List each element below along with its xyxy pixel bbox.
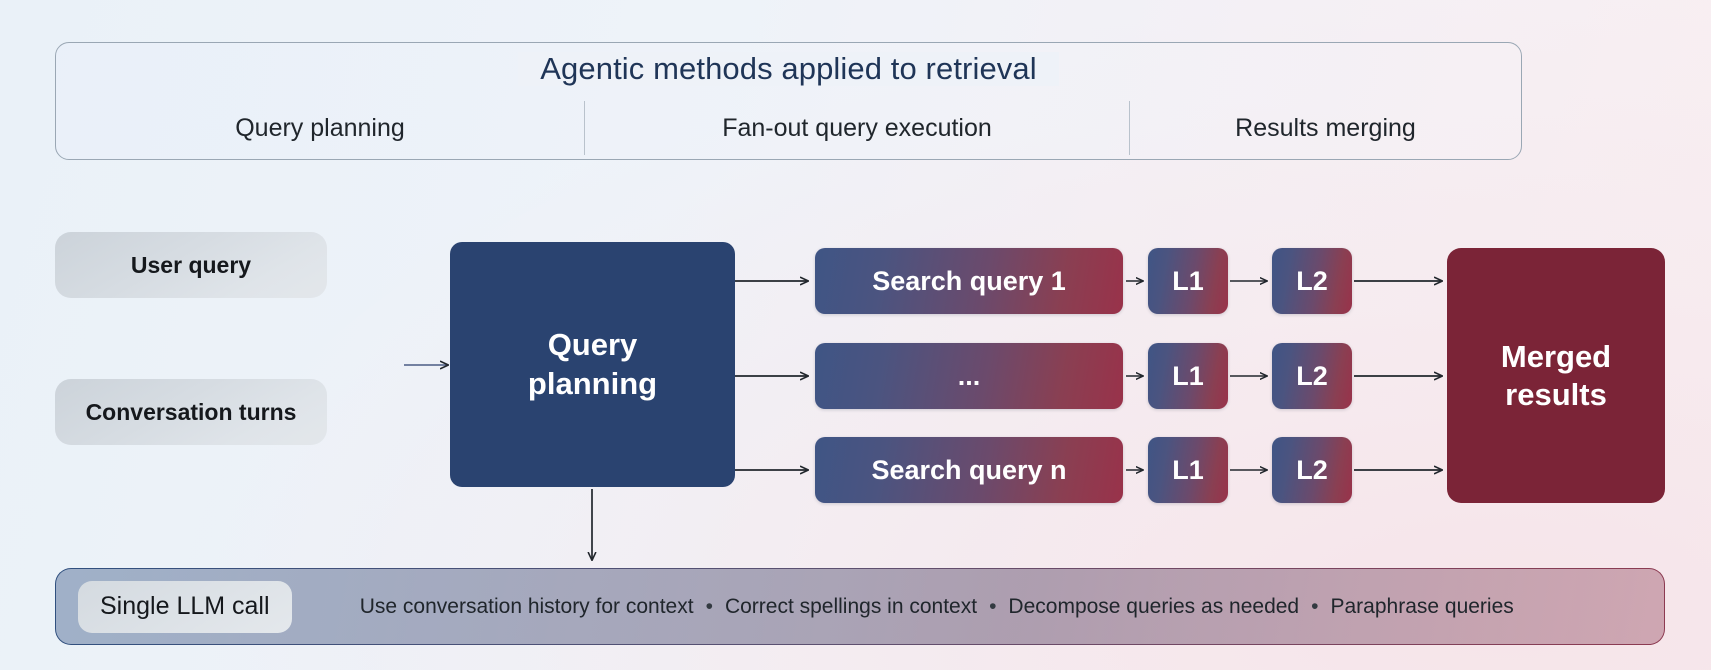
single-llm-call-pill[interactable]: Single LLM call	[78, 580, 292, 633]
node-query-planning-text: Query planning	[528, 326, 657, 403]
llm-note-separator-1: •	[989, 594, 997, 618]
node-l2-row1[interactable]: L2	[1272, 248, 1352, 314]
llm-note-separator-2: •	[1311, 594, 1319, 618]
llm-note-item-1: Correct spellings in context	[724, 594, 978, 618]
node-conversation-turns[interactable]: Conversation turns	[55, 379, 327, 445]
node-l2-row1-label: L2	[1296, 265, 1328, 296]
node-l1-row1[interactable]: L1	[1148, 248, 1228, 314]
node-l2-row2[interactable]: L2	[1272, 343, 1352, 409]
llm-note-item-3: Paraphrase queries	[1330, 594, 1514, 618]
node-search-query-n[interactable]: Search query n	[815, 437, 1123, 503]
single-llm-call-label: Single LLM call	[100, 592, 270, 620]
node-merged-results[interactable]: Merged results	[1447, 248, 1665, 503]
node-search-query-n-label: Search query n	[871, 454, 1067, 485]
node-search-query-ellipsis-label: ...	[957, 360, 981, 391]
wire-l2-to-merged	[1354, 281, 1442, 470]
legend-divider-1	[584, 101, 585, 155]
node-l1-row3[interactable]: L1	[1148, 437, 1228, 503]
node-query-planning-line1: Query	[547, 327, 638, 363]
legend-title: Agentic methods applied to retrieval	[56, 52, 1521, 86]
node-l1-row2-label: L1	[1172, 360, 1204, 391]
node-search-query-1[interactable]: Search query 1	[815, 248, 1123, 314]
legend-columns: Query planning Fan-out query execution R…	[56, 101, 1521, 155]
legend-divider-2	[1129, 101, 1130, 155]
node-l1-row1-label: L1	[1172, 265, 1204, 296]
node-search-query-ellipsis[interactable]: ...	[815, 343, 1123, 409]
node-merged-results-line1: Merged	[1500, 338, 1612, 374]
legend-column-query-planning: Query planning	[235, 114, 405, 142]
node-l1-row3-label: L1	[1172, 454, 1204, 485]
legend-title-text: Agentic methods applied to retrieval	[518, 52, 1059, 86]
node-merged-results-text: Merged results	[1501, 338, 1611, 414]
node-query-planning-line2: planning	[527, 365, 658, 401]
node-l2-row2-label: L2	[1296, 360, 1328, 391]
node-user-query[interactable]: User query	[55, 232, 327, 298]
legend-panel: Agentic methods applied to retrieval Que…	[55, 42, 1522, 160]
node-search-query-1-label: Search query 1	[872, 265, 1066, 296]
wire-query-to-l1	[1126, 281, 1143, 470]
llm-note-item-0: Use conversation history for context	[359, 594, 694, 618]
llm-note-item-2: Decompose queries as needed	[1008, 594, 1300, 618]
wire-inputs-to-planner	[327, 264, 405, 413]
legend-column-fan-out-query-execution: Fan-out query execution	[722, 114, 992, 142]
legend-column-results-merging: Results merging	[1235, 114, 1416, 142]
node-l2-row3[interactable]: L2	[1272, 437, 1352, 503]
llm-note-panel: Single LLM call Use conversation history…	[55, 568, 1665, 645]
node-conversation-turns-label: Conversation turns	[85, 398, 297, 425]
node-l2-row3-label: L2	[1296, 454, 1328, 485]
wire-l1-to-l2	[1230, 281, 1267, 470]
llm-note-separator-0: •	[705, 594, 713, 618]
llm-note-items: Use conversation history for context • Cor…	[292, 595, 1642, 619]
node-merged-results-line2: results	[1505, 376, 1607, 412]
node-l1-row2[interactable]: L1	[1148, 343, 1228, 409]
wire-planner-to-queries	[735, 281, 808, 470]
node-query-planning[interactable]: Query planning	[450, 242, 735, 487]
node-user-query-label: User query	[130, 251, 252, 278]
